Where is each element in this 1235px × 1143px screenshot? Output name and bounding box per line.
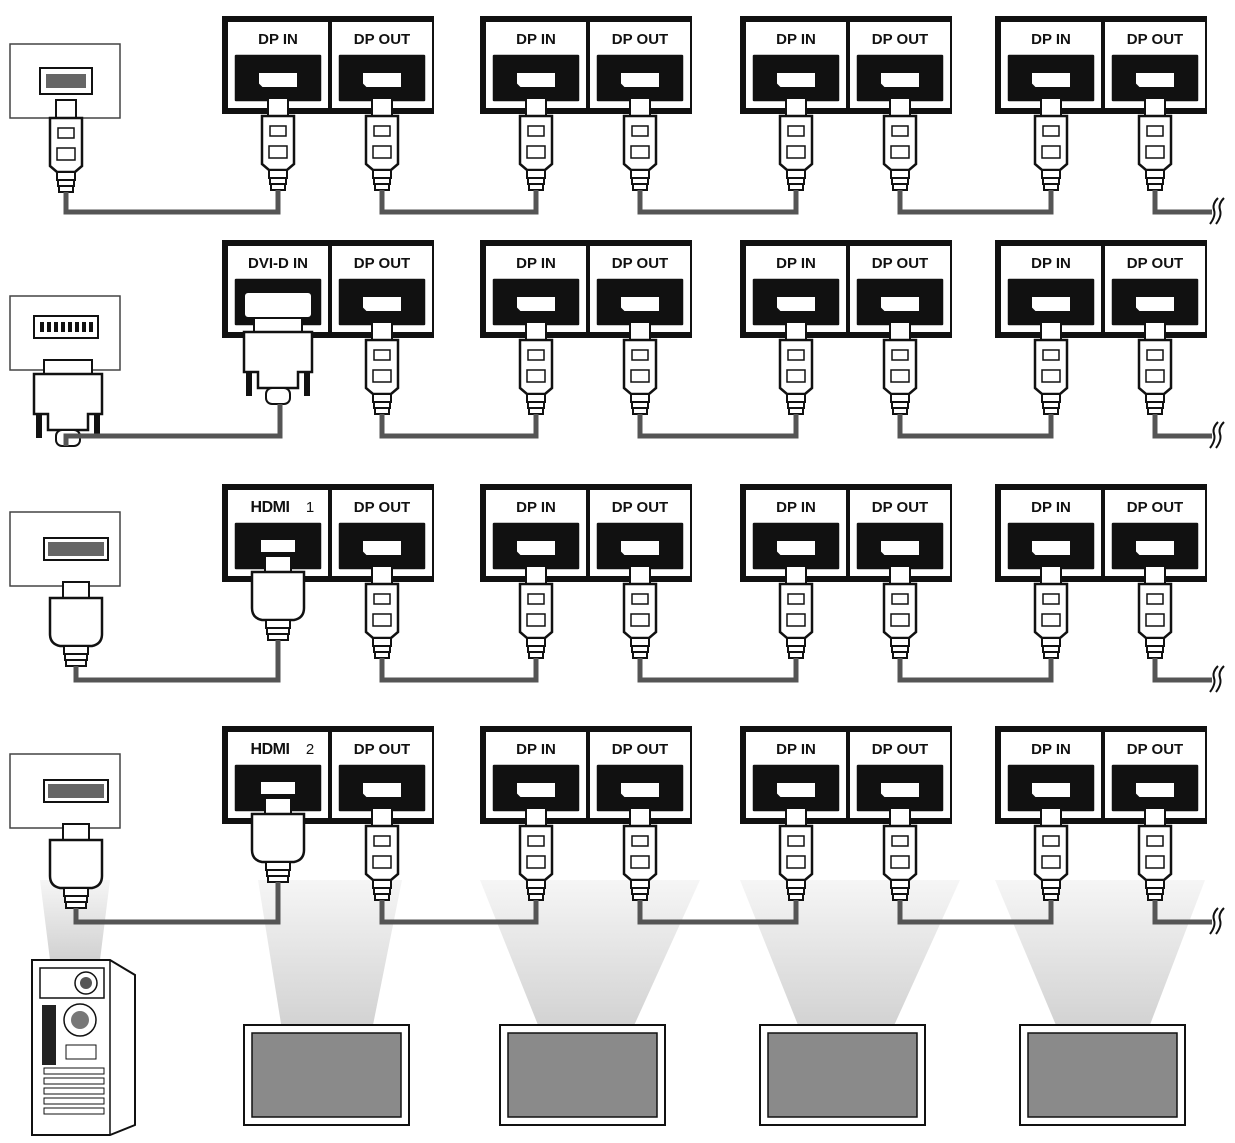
dp-in-label: DP IN xyxy=(516,499,556,516)
dp-out-label: DP OUT xyxy=(354,31,410,48)
dp-in-label: DP IN xyxy=(1031,31,1071,48)
source-dvi-port xyxy=(9,295,121,371)
display-port-panel: DP IN DP OUT xyxy=(740,726,952,824)
source-hdmi-port xyxy=(9,753,121,829)
dp-out-label: DP OUT xyxy=(1127,31,1183,48)
dp-in-label: DP IN xyxy=(776,499,816,516)
display-port-panel: DP IN DP OUT xyxy=(480,16,692,114)
dp-out-label: DP OUT xyxy=(354,255,410,272)
display-port-panel: DP IN DP OUT xyxy=(740,16,952,114)
dp-in-label: DP IN xyxy=(776,31,816,48)
dp-out-label: DP OUT xyxy=(872,741,928,758)
display-beams xyxy=(40,880,1205,1030)
hdmi-port-number: 1 xyxy=(306,499,314,516)
display-port-panel: HDMI 1 DP OUT xyxy=(222,484,434,582)
dp-in-label: DP IN xyxy=(1031,741,1071,758)
display-port-panel: DP IN DP OUT xyxy=(480,484,692,582)
dp-in-label: DP IN xyxy=(516,255,556,272)
display-port-panel: DP IN DP OUT xyxy=(480,726,692,824)
cable-continues-icon xyxy=(1209,421,1225,449)
display-port-panel: DP IN DP OUT xyxy=(480,240,692,338)
dp-out-label: DP OUT xyxy=(872,499,928,516)
monitor-icon xyxy=(1019,1024,1186,1126)
hdmi-port-label: HDMI xyxy=(251,741,290,758)
computer-tower-icon xyxy=(31,959,136,1136)
source-dvi-plug xyxy=(32,358,104,448)
dp-in-label: DP IN xyxy=(1031,499,1071,516)
dp-out-label: DP OUT xyxy=(612,31,668,48)
display-port-panel: DP IN DP OUT xyxy=(740,240,952,338)
cables xyxy=(63,190,1212,215)
display-port-panel: DP IN DP OUT xyxy=(995,240,1207,338)
dvi-d-in-label: DVI-D IN xyxy=(248,255,308,272)
monitor-icon xyxy=(499,1024,666,1126)
display-port-panel: DP IN DP OUT xyxy=(995,726,1207,824)
dp-in-label: DP IN xyxy=(776,741,816,758)
cable-continues-icon xyxy=(1209,665,1225,693)
source-hdmi-port xyxy=(9,511,121,587)
dp-in-label: DP IN xyxy=(776,255,816,272)
dp-out-label: DP OUT xyxy=(612,499,668,516)
display-port-panel: DP IN DP OUT xyxy=(222,16,434,114)
dp-out-label: DP OUT xyxy=(872,255,928,272)
dp-out-label: DP OUT xyxy=(612,741,668,758)
cables xyxy=(63,404,1212,446)
dp-in-label: DP IN xyxy=(516,741,556,758)
dp-out-label: DP OUT xyxy=(1127,741,1183,758)
display-monitors xyxy=(243,1024,1186,1126)
monitor-icon xyxy=(243,1024,410,1126)
monitor-icon xyxy=(759,1024,926,1126)
dp-in-label: DP IN xyxy=(516,31,556,48)
dp-out-label: DP OUT xyxy=(354,499,410,516)
display-port-panel: DP IN DP OUT xyxy=(995,484,1207,582)
cable-continues-icon xyxy=(1209,907,1225,935)
dvi-plug xyxy=(242,316,314,406)
display-port-panel: DP IN DP OUT xyxy=(740,484,952,582)
dp-out-label: DP OUT xyxy=(612,255,668,272)
dp-out-label: DP OUT xyxy=(1127,499,1183,516)
dp-out-label: DP OUT xyxy=(1127,255,1183,272)
dp-in-label: DP IN xyxy=(258,31,298,48)
cables xyxy=(73,640,1212,683)
cable-continues-icon xyxy=(1209,197,1225,225)
cables xyxy=(73,882,1212,925)
hdmi-port-label: HDMI xyxy=(251,499,290,516)
display-port-panel: HDMI 2 DP OUT xyxy=(222,726,434,824)
dp-out-label: DP OUT xyxy=(354,741,410,758)
dp-in-label: DP IN xyxy=(1031,255,1071,272)
source-hdmi-plug xyxy=(48,580,104,668)
display-port-panel: DP IN DP OUT xyxy=(995,16,1207,114)
dp-out-label: DP OUT xyxy=(872,31,928,48)
hdmi-port-number: 2 xyxy=(306,741,314,758)
